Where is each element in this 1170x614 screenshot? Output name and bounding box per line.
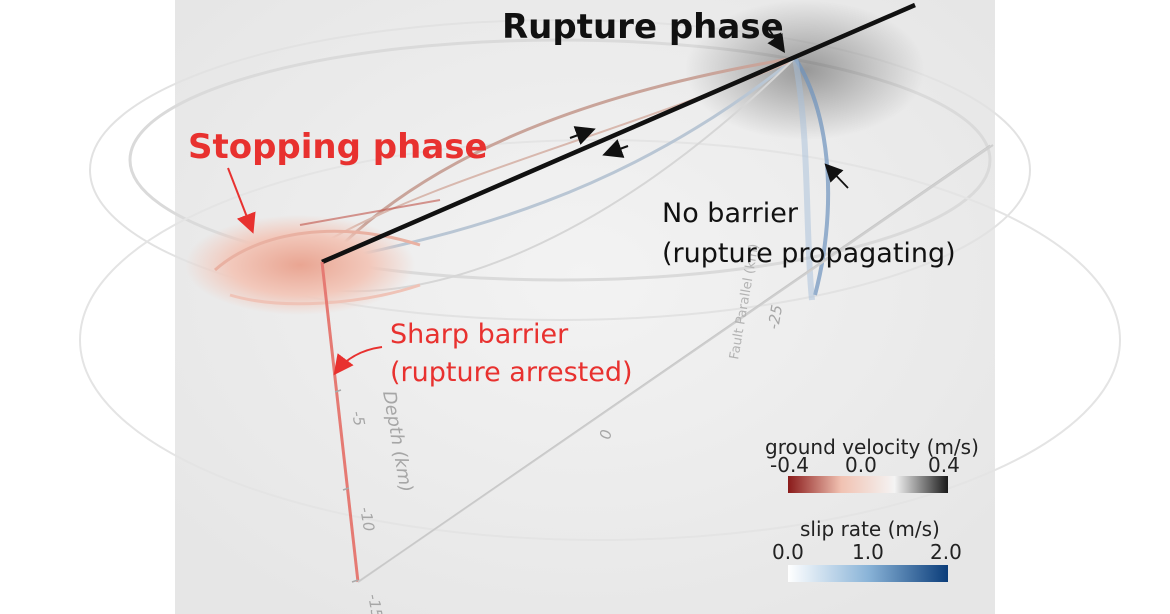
wavefront-ring bbox=[128, 38, 992, 282]
ground-velocity-colorbar-strip bbox=[788, 476, 948, 493]
ground-velocity-colorbar-title: ground velocity (m/s) bbox=[765, 435, 979, 459]
fault-parallel-axis bbox=[357, 144, 991, 583]
depth-tick-mark bbox=[342, 487, 350, 491]
depth-tick-mark bbox=[334, 389, 342, 393]
wavefront-ring bbox=[89, 19, 1031, 321]
ground-velocity-tick: 0.4 bbox=[928, 453, 960, 477]
rupture-phase-pointer bbox=[767, 27, 786, 53]
depth-tick-mark bbox=[351, 579, 359, 583]
ground-velocity-tick: -0.4 bbox=[770, 453, 809, 477]
no-barrier-label-line2: (rupture propagating) bbox=[662, 238, 956, 269]
slip-arrow-right bbox=[569, 126, 596, 145]
sharp-barrier-label-line2: (rupture arrested) bbox=[390, 357, 633, 388]
stopping-phase-pointer bbox=[227, 167, 256, 234]
slip-rate-tick: 0.0 bbox=[772, 540, 804, 564]
slip-rate-front bbox=[792, 57, 815, 301]
slip-rate-colorbar-title: slip rate (m/s) bbox=[800, 517, 940, 541]
no-barrier-label-line1: No barrier bbox=[662, 198, 799, 229]
sharp-barrier-label-line1: Sharp barrier bbox=[390, 319, 569, 350]
depth-tick-label: -15 bbox=[364, 593, 386, 614]
ground-velocity-tick: 0.0 bbox=[845, 453, 877, 477]
fault-parallel-tick-label: 0 bbox=[596, 428, 615, 441]
stopping-phase-wave bbox=[229, 283, 421, 306]
stopping-phase-wave bbox=[214, 229, 421, 272]
stopping-phase-wave bbox=[299, 199, 441, 226]
slip-rate-tick: 2.0 bbox=[930, 540, 962, 564]
depth-tick-label: -5 bbox=[348, 410, 368, 428]
slip-arrow-left bbox=[602, 139, 629, 158]
barrier-depth-edge bbox=[320, 261, 360, 583]
no-barrier-pointer bbox=[824, 163, 849, 189]
fault-parallel-tick-label: -25 bbox=[764, 303, 786, 330]
rupture-phase-label: Rupture phase bbox=[502, 7, 784, 47]
slip-rate-tick: 1.0 bbox=[852, 540, 884, 564]
slip-rate-colorbar: slip rate (m/s) 0.0 1.0 2.0 bbox=[772, 517, 962, 582]
slip-rate-colorbar-strip bbox=[788, 565, 948, 582]
stopping-phase-label: Stopping phase bbox=[188, 127, 488, 167]
depth-tick-label: -10 bbox=[356, 506, 378, 533]
sharp-barrier-pointer bbox=[333, 346, 383, 376]
ground-velocity-colorbar: ground velocity (m/s) -0.4 0.0 0.4 bbox=[765, 435, 979, 493]
stopping-phase-region bbox=[185, 215, 415, 315]
fault-trace bbox=[321, 2, 916, 265]
